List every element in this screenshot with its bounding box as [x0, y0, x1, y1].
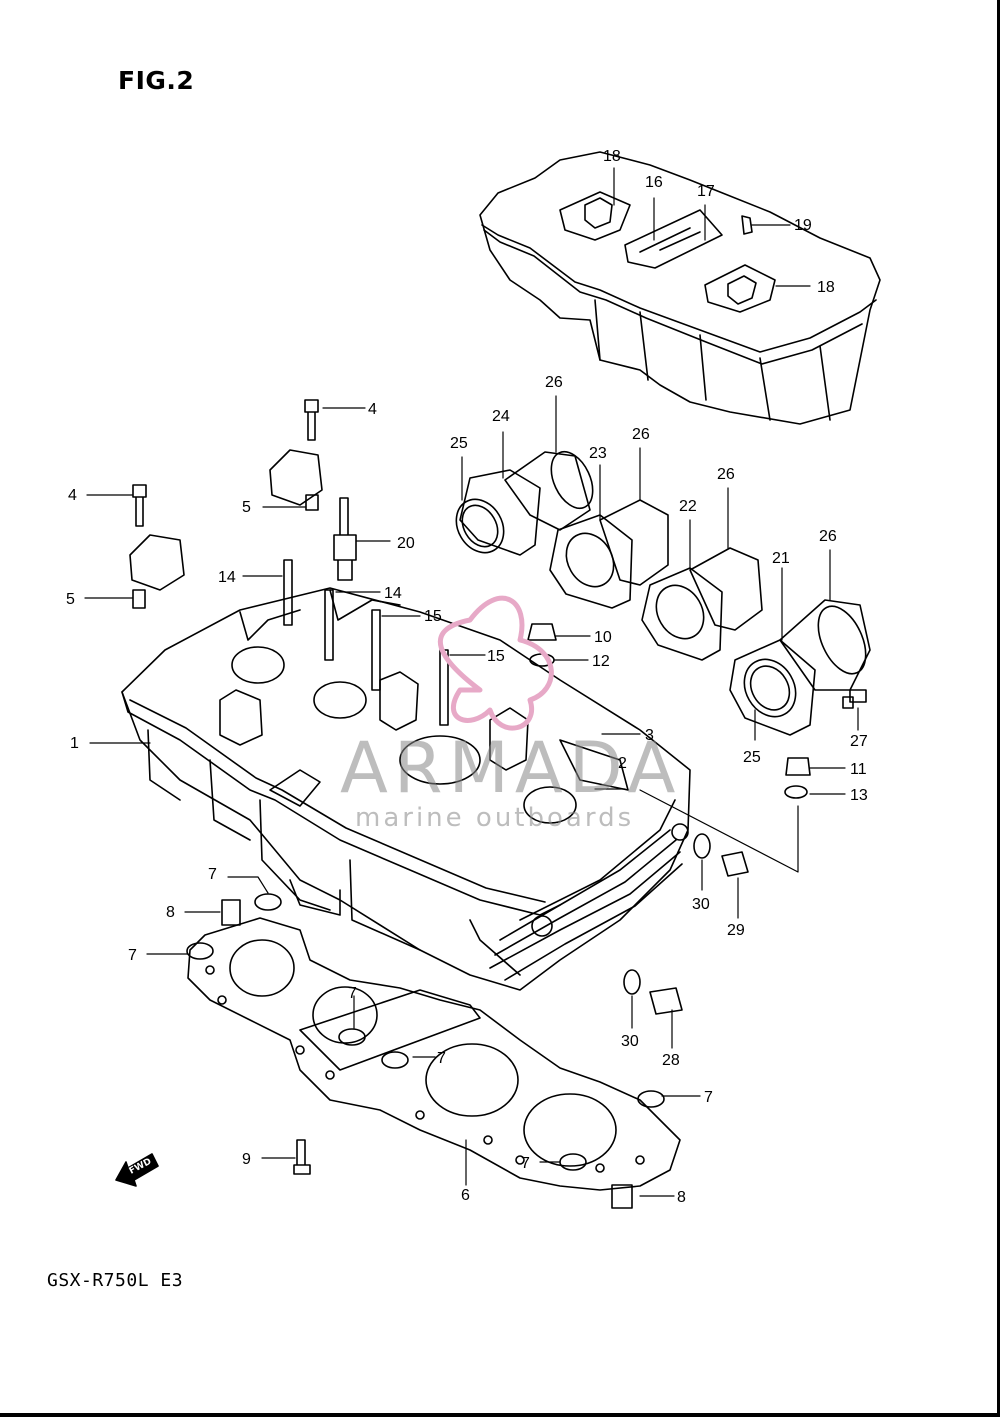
callout-7: 7	[208, 866, 217, 883]
small-parts	[129, 399, 867, 1209]
callout-21: 21	[772, 550, 790, 567]
callout-14: 14	[218, 569, 236, 586]
callout-25: 25	[743, 749, 761, 766]
callout-23: 23	[589, 445, 607, 462]
callout-16: 16	[645, 174, 663, 191]
callout-22: 22	[679, 498, 697, 515]
callout-18: 18	[817, 279, 835, 296]
callout-26: 26	[717, 466, 735, 483]
callout-7: 7	[704, 1089, 713, 1106]
intake-pipes	[455, 450, 871, 736]
callout-10: 10	[594, 629, 612, 646]
callout-26: 26	[819, 528, 837, 545]
callout-19: 19	[794, 217, 812, 234]
callout-30: 30	[692, 896, 710, 913]
callout-5: 5	[242, 499, 251, 516]
callout-8: 8	[677, 1189, 686, 1206]
callout-13: 13	[850, 787, 868, 804]
callout-7: 7	[437, 1050, 446, 1067]
callout-28: 28	[662, 1052, 680, 1069]
callout-9: 9	[242, 1151, 251, 1168]
callout-6: 6	[461, 1187, 470, 1204]
scan-border-bottom	[0, 1413, 1000, 1417]
callout-numbers: 1234455677777788910111213141415151617181…	[66, 148, 868, 1206]
callout-4: 4	[68, 487, 77, 504]
watermark-tagline: marine outboards	[355, 803, 634, 833]
callout-15: 15	[487, 648, 505, 665]
armada-watermark: ARMADA marine outboards	[340, 595, 681, 833]
watermark-brand: ARMADA	[340, 727, 681, 809]
callout-7: 7	[521, 1155, 530, 1172]
figure-title: FIG.2	[118, 66, 195, 95]
cylinder-head-gasket	[187, 917, 681, 1191]
callout-25: 25	[450, 435, 468, 452]
callout-11: 11	[850, 761, 867, 778]
callout-3: 3	[645, 727, 654, 744]
callout-17: 17	[697, 183, 715, 200]
callout-29: 29	[727, 922, 745, 939]
callout-5: 5	[66, 591, 75, 608]
callout-26: 26	[545, 374, 563, 391]
callout-14: 14	[384, 585, 402, 602]
cylinder-head	[121, 587, 691, 991]
callout-20: 20	[397, 535, 415, 552]
callout-24: 24	[492, 408, 510, 425]
callout-27: 27	[850, 733, 868, 750]
callout-15: 15	[424, 608, 442, 625]
model-code: GSX-R750L E3	[47, 1270, 184, 1291]
callout-8: 8	[166, 904, 175, 921]
callout-12: 12	[592, 653, 610, 670]
callout-7: 7	[348, 985, 357, 1002]
cylinder-head-cover	[479, 151, 881, 425]
callout-26: 26	[632, 426, 650, 443]
callout-2: 2	[618, 755, 627, 772]
callout-18: 18	[603, 148, 621, 165]
forward-direction-marker: FWD	[115, 1153, 159, 1187]
callout-7: 7	[128, 947, 137, 964]
callout-1: 1	[70, 735, 79, 752]
scan-border-right	[997, 0, 1000, 1417]
callout-4: 4	[368, 401, 377, 418]
callout-30: 30	[621, 1033, 639, 1050]
leader-lines	[84, 167, 859, 1197]
